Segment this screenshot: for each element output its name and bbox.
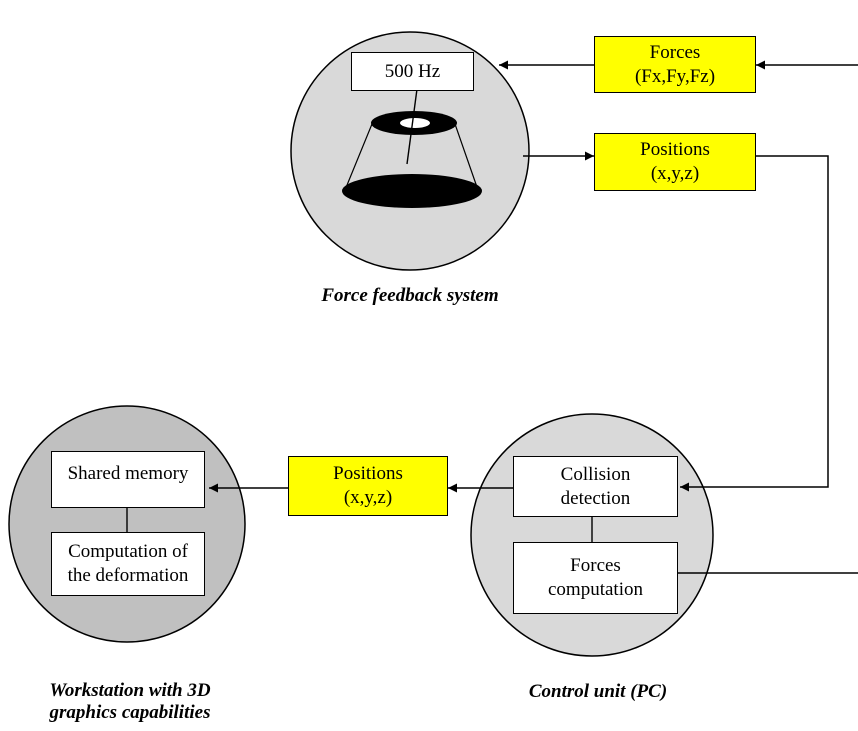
positions-top-vector: (x,y,z) bbox=[650, 163, 700, 184]
forces-box: Forces (Fx,Fy,Fz) bbox=[594, 36, 756, 93]
frequency-label: 500 Hz bbox=[384, 60, 441, 82]
collision-line-2: detection bbox=[560, 487, 631, 509]
positions-to-collision-route bbox=[680, 155, 829, 492]
forces-computation-line-2: computation bbox=[548, 579, 643, 600]
shared-memory-label: Shared memory bbox=[67, 463, 189, 484]
workstation-caption-line-2: graphics capabilities bbox=[49, 702, 211, 723]
positions-mid-title: Positions bbox=[333, 463, 403, 484]
force-feedback-caption: Force feedback system bbox=[321, 285, 499, 306]
shared-memory-box: Shared memory bbox=[51, 451, 205, 508]
forces-box-title: Forces bbox=[649, 41, 701, 63]
workstation-caption: Workstation with 3D graphics capabilitie… bbox=[10, 680, 250, 724]
computation-box: Computation of the deformation bbox=[51, 532, 205, 596]
control-unit-caption: Control unit (PC) bbox=[528, 681, 668, 702]
forces-box-vector: (Fx,Fy,Fz) bbox=[634, 65, 716, 87]
positions-mid-vector: (x,y,z) bbox=[343, 487, 393, 508]
positions-mid-box: Positions (x,y,z) bbox=[288, 456, 448, 516]
forces-computation-line-1: Forces bbox=[570, 555, 621, 576]
collision-line-1: Collision bbox=[560, 463, 631, 485]
frequency-label-box: 500 Hz bbox=[351, 52, 474, 91]
haptic-device-icon bbox=[342, 88, 482, 208]
forces-computation-box: Forces computation bbox=[513, 542, 678, 614]
positions-top-box: Positions (x,y,z) bbox=[594, 133, 756, 191]
computation-line-1: Computation of bbox=[68, 541, 188, 562]
force-feedback-circle bbox=[290, 31, 530, 271]
workstation-caption-line-1: Workstation with 3D bbox=[49, 680, 211, 701]
collision-detection-box: Collision detection bbox=[513, 456, 678, 517]
positions-top-title: Positions bbox=[640, 139, 710, 160]
computation-line-2: the deformation bbox=[67, 565, 189, 586]
